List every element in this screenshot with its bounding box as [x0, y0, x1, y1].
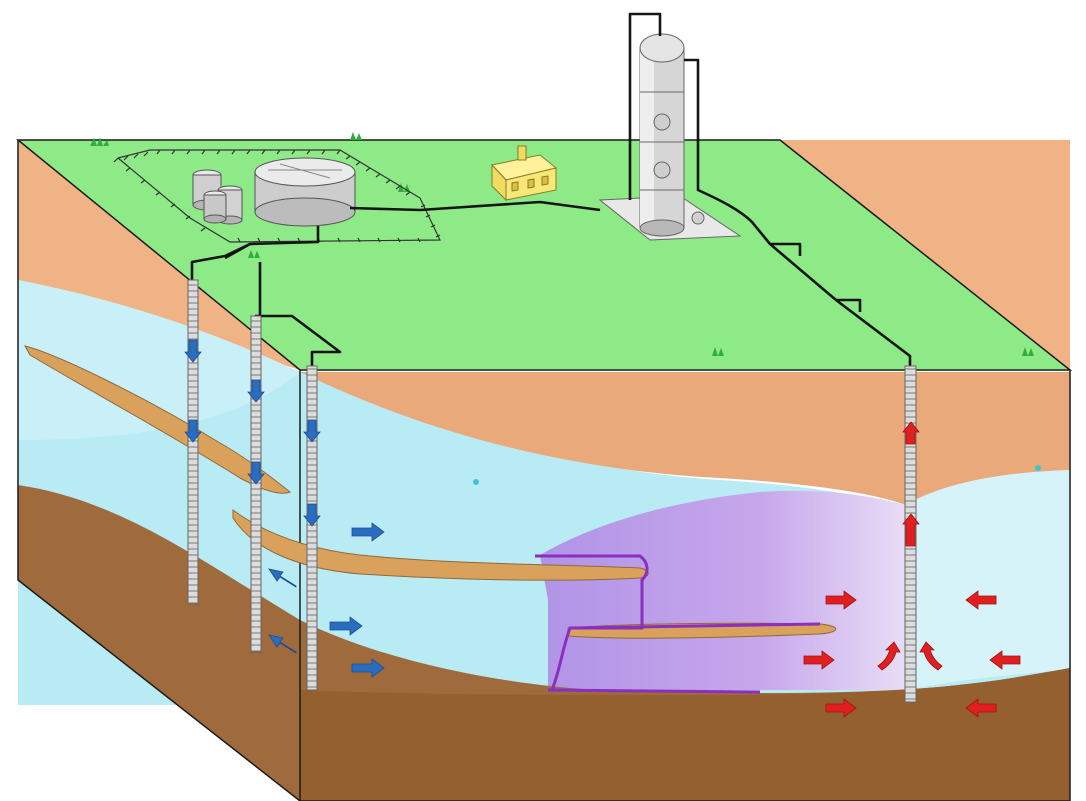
treatment-tank — [255, 158, 355, 226]
injection-well-3 — [307, 366, 317, 690]
